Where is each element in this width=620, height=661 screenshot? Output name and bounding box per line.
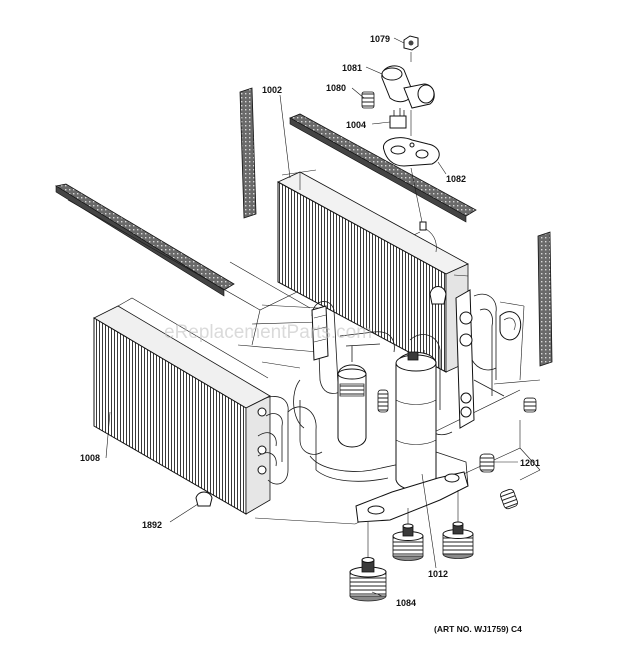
leader-lines [105,37,518,597]
foam-strip-vertical-right [537,231,553,367]
terminal-nut-1079 [403,35,419,51]
condenser-coil [93,297,271,515]
vibration-damper-fitting [377,389,389,413]
foam-strip-vertical-left [239,87,257,219]
watermark: eReplacementParts.com [164,322,372,343]
bumper-pad-right [523,397,537,413]
callout-1079: 1079 [370,34,390,44]
grommet-1201 [479,453,495,473]
foam-strip-top-right [289,113,477,223]
terminal-cover-gasket-1082 [382,137,440,167]
spring-part [500,488,518,510]
capillary-tube [311,305,329,361]
callout-1892: 1892 [142,520,162,530]
accumulator [337,346,367,448]
callout-1002: 1002 [262,85,282,95]
grommet-right [442,521,474,559]
callout-1082: 1082 [446,174,466,184]
grommet-middle [392,523,424,561]
foam-strip-left-long [54,183,235,297]
callout-1008: 1008 [80,453,100,463]
callout-1012: 1012 [428,569,448,579]
callout-1084: 1084 [396,598,416,608]
spring-1080 [361,91,375,109]
compressor [395,351,437,490]
evaporator-clip [429,286,447,305]
thermistor-wire [419,221,437,253]
evaporator-coil [277,169,469,373]
art-number: (ART NO. WJ1759) C4 [434,624,522,634]
callout-1080: 1080 [326,83,346,93]
callout-1004: 1004 [346,120,366,130]
compressor-mount-plate [355,451,469,523]
terminal-block-1004 [389,108,407,129]
callout-1201: 1201 [520,458,540,468]
evaporator-tubing-bundle [455,289,541,429]
overload-protector-1081 [381,65,435,109]
callout-1081: 1081 [342,63,362,73]
grommet-left-bottom [349,557,387,602]
tube-clip-1892 [195,491,213,507]
condenser-tubing [257,396,323,485]
